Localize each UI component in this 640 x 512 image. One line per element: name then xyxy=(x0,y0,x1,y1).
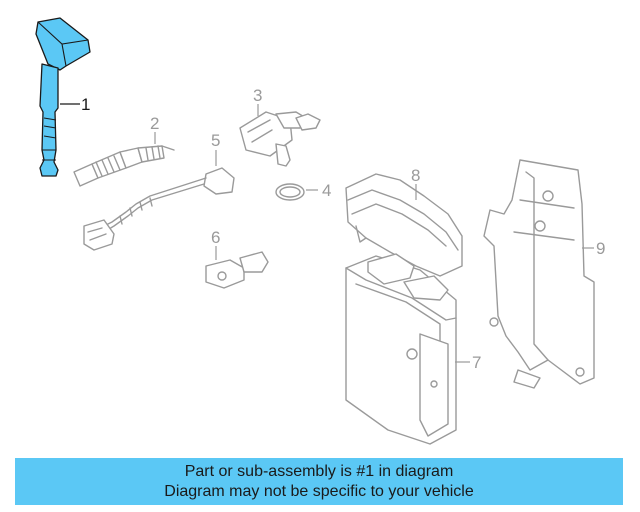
callout-7[interactable]: 7 xyxy=(472,353,481,372)
banner-line-1: Part or sub-assembly is #1 in diagram xyxy=(184,462,454,480)
info-banner: Part or sub-assembly is #1 in diagram Di… xyxy=(15,458,623,505)
camshaft-sensor-part[interactable] xyxy=(239,111,321,167)
parts-diagram: 1 2 3 4 5 6 xyxy=(35,17,605,445)
callout-4[interactable]: 4 xyxy=(322,181,331,200)
crank-sensor-part[interactable] xyxy=(205,251,269,289)
callout-3[interactable]: 3 xyxy=(253,86,262,105)
banner-line-2: Diagram may not be specific to your vehi… xyxy=(164,482,474,500)
callout-2[interactable]: 2 xyxy=(150,114,159,133)
callout-6[interactable]: 6 xyxy=(211,228,220,247)
o-ring-part[interactable] xyxy=(275,183,305,201)
callout-8[interactable]: 8 xyxy=(411,166,420,185)
mounting-bracket-part[interactable] xyxy=(483,159,595,389)
engine-control-module-part[interactable] xyxy=(345,253,457,445)
ignition-coil-part[interactable] xyxy=(35,17,91,177)
sensor-with-harness-part[interactable] xyxy=(83,167,235,251)
callout-1[interactable]: 1 xyxy=(81,95,90,114)
ecu-cover-part[interactable] xyxy=(345,173,463,277)
spark-plug-part[interactable] xyxy=(73,145,175,187)
callout-9[interactable]: 9 xyxy=(596,239,605,258)
callout-5[interactable]: 5 xyxy=(211,131,220,150)
